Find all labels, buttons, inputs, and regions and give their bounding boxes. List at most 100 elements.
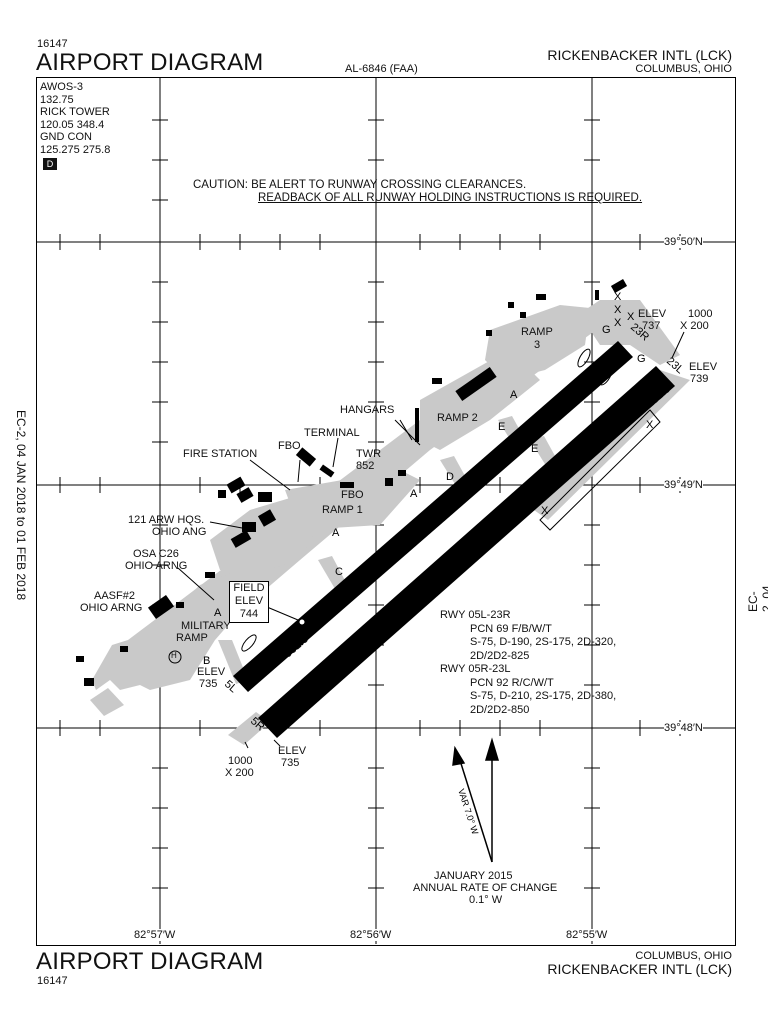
field-elev-line: ELEV	[234, 595, 264, 607]
runway-info-line: PCN 69 F/B/W/T	[470, 622, 552, 635]
magvar-date: JANUARY 2015	[434, 870, 513, 882]
runway-symbols	[168, 348, 613, 664]
taxiway-e-label: E	[498, 421, 505, 433]
faa-number: AL-6846 (FAA)	[345, 63, 418, 75]
building	[257, 509, 277, 527]
label-twr: TWR	[356, 448, 382, 460]
diagram-frame	[36, 77, 736, 946]
field-elevation-box: FIELD ELEV 744	[229, 581, 269, 623]
taxiway-d-label: D	[446, 471, 454, 483]
label-arw-2: OHIO ANG	[152, 526, 207, 538]
building	[205, 572, 215, 578]
taxiway-a-label: A	[214, 607, 222, 619]
field-elev-point	[299, 619, 305, 625]
elev-23l-label: ELEV	[689, 361, 718, 373]
comm-line: 125.275 275.8	[40, 143, 111, 156]
label-fbo-2: FBO	[341, 489, 364, 501]
label-arw-1: 121 ARW HQS.	[128, 514, 205, 526]
building	[120, 646, 128, 652]
building	[508, 302, 514, 308]
runway-05r-23l	[258, 366, 675, 738]
sw-extension-1: 1000	[228, 755, 253, 767]
elev-23l-value: 739	[690, 373, 709, 385]
sw-extension-2: X 200	[225, 767, 254, 779]
taxiway-e-label: E	[531, 443, 538, 455]
field-elev-line: 744	[239, 608, 259, 620]
label-ramp-1: RAMP 1	[322, 504, 363, 516]
fbo-building-2	[340, 482, 354, 488]
building	[258, 492, 272, 502]
lat-lon-grid	[37, 78, 735, 944]
comm-line: GND CON	[40, 131, 92, 143]
building	[432, 378, 442, 384]
building	[536, 294, 546, 300]
runway-05l-23r	[233, 341, 633, 692]
magvar-rate-value: 0.1° W	[469, 894, 503, 906]
building	[226, 476, 246, 494]
label-osa-2: OHIO ARNG	[125, 560, 188, 572]
hangar-strip-1	[415, 408, 419, 442]
taxiway-g	[590, 300, 680, 365]
airport-name-top: RICKENBACKER INTL (LCK)	[547, 47, 732, 63]
comm-line: AWOS-3	[40, 81, 83, 93]
label-ramp-2: RAMP 2	[437, 412, 478, 424]
comm-line: 120.05 348.4	[40, 118, 105, 131]
north-arrows	[452, 737, 500, 863]
building	[76, 656, 84, 662]
building	[218, 490, 226, 498]
label-twr-elev: 852	[356, 460, 375, 472]
elev-5r-value: 735	[281, 757, 300, 769]
heliport-label: H	[171, 651, 177, 660]
taxiway-a-label: A	[410, 488, 418, 500]
ne-extension-1: 1000	[688, 308, 713, 320]
svg-text:X: X	[614, 317, 622, 329]
fbo-building	[295, 447, 317, 467]
label-ramp-3b: 3	[534, 339, 541, 351]
magnetic-north-arrowhead	[452, 745, 466, 766]
taxiway-a-label: A	[332, 527, 340, 539]
ramp-3-area	[485, 305, 590, 380]
closed-taxiway-outline	[539, 409, 661, 531]
runway-info-line: S-75, D-210, 2S-175, 2D-380,	[470, 690, 617, 702]
terminal-building	[319, 464, 335, 478]
buildings	[76, 279, 628, 686]
ne-extension-2: X 200	[680, 320, 709, 332]
doc-number-top: 16147	[37, 38, 68, 50]
label-fbo-1: FBO	[278, 440, 301, 452]
elev-23r-label: ELEV	[638, 308, 667, 320]
elev-23r-value: 737	[642, 320, 661, 332]
true-north-arrowhead	[484, 737, 500, 761]
leader-lines	[177, 331, 685, 749]
elev-5l-label: ELEV	[197, 666, 226, 678]
comm-line: RICK TOWER	[40, 106, 110, 118]
runway-info-line: PCN 92 R/C/W/T	[470, 676, 554, 689]
wind-cone-sw	[241, 634, 257, 652]
comms-block: AWOS-3 132.75 RICK TOWER 120.05 348.4 GN…	[40, 81, 110, 156]
building	[486, 330, 492, 336]
heliport-circle	[168, 650, 182, 664]
taxiway-c-label: C	[335, 566, 343, 578]
label-fire-station: FIRE STATION	[183, 448, 258, 460]
field-elev-line: FIELD	[233, 582, 265, 594]
title-top: AIRPORT DIAGRAM	[36, 49, 264, 76]
tower-building	[385, 478, 393, 486]
city-bottom: COLUMBUS, OHIO	[635, 950, 732, 962]
caution-line-1: CAUTION: BE ALERT TO RUNWAY CROSSING CLE…	[193, 179, 527, 191]
lon-label-1: 82°57′W	[134, 929, 176, 941]
building	[147, 594, 175, 620]
elev-5r-label: ELEV	[278, 745, 307, 757]
caution-line-2: READBACK OF ALL RUNWAY HOLDING INSTRUCTI…	[258, 192, 643, 204]
lon-label-3: 82°55′W	[566, 929, 608, 941]
building	[398, 470, 406, 476]
building	[176, 602, 184, 608]
taxiway-labels: A A A A B C D E E G G	[203, 324, 646, 667]
runway-info: RWY 05L-23R PCN 69 F/B/W/T S-75, D-190, …	[440, 609, 616, 717]
runways	[233, 341, 675, 738]
svg-text:X: X	[614, 291, 622, 303]
airport-name-bottom: RICKENBACKER INTL (LCK)	[547, 961, 732, 977]
label-military-1: MILITARY	[181, 620, 231, 632]
building	[520, 312, 526, 318]
label-aasf-2: OHIO ARNG	[80, 602, 143, 614]
svg-text:X: X	[627, 311, 635, 323]
